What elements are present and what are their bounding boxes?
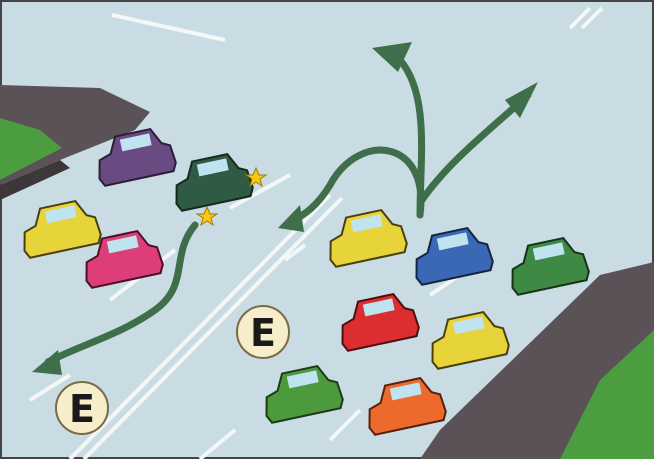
lane-marker-center-letter: E [250, 311, 276, 355]
lane-marker-center: E [237, 306, 289, 358]
lane-marker-left-letter: E [69, 387, 95, 431]
lane-marker-left: E [56, 382, 108, 434]
